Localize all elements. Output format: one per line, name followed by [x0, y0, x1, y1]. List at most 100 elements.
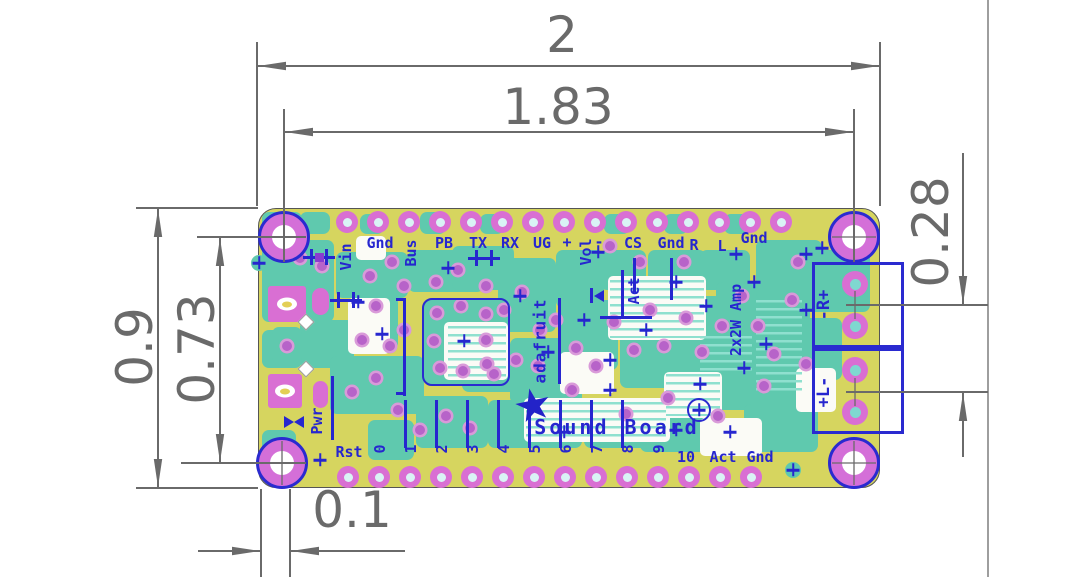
dim-terminal-spacing: 0.28 [902, 176, 960, 287]
via [347, 387, 357, 397]
via [717, 321, 727, 331]
copper-patch [368, 420, 414, 460]
top-pad [739, 211, 761, 233]
pad-hole [590, 217, 600, 227]
fiducial-cross-icon [457, 339, 471, 343]
bottom-pin-label: 5 [526, 444, 544, 454]
pad-hole [849, 278, 861, 290]
fiducial-cross-icon [693, 382, 707, 386]
bottom-pad [461, 466, 483, 488]
fiducial-cross-icon [591, 250, 605, 254]
silkscreen-line [404, 400, 407, 448]
bottom-pin-label: 1 [402, 444, 420, 454]
pad-hole [622, 472, 632, 482]
via [645, 305, 655, 315]
pwr-led-label: Pwr [308, 407, 326, 435]
via [429, 336, 439, 346]
pad-hole [684, 472, 694, 482]
top-pin-label: + [562, 233, 572, 251]
top-pad [522, 211, 544, 233]
fiducial-cross-icon [669, 280, 683, 284]
fiducial-cross-icon [692, 408, 706, 412]
top-pin-label: L [717, 237, 727, 255]
via [787, 295, 797, 305]
capacitor-body [313, 381, 328, 408]
top-pad [336, 211, 358, 233]
via [399, 281, 409, 291]
via [681, 313, 691, 323]
dim-hole-diameter: 0.1 [312, 481, 392, 539]
terminal-pad [842, 399, 868, 425]
via [431, 277, 441, 287]
top-pad [584, 211, 606, 233]
top-pin-label: TX [468, 234, 488, 252]
via [365, 271, 375, 281]
bottom-pad [709, 466, 731, 488]
bottom-pin-label: 9 [650, 444, 668, 454]
pad-hole [745, 217, 755, 227]
amp-rating-text: 2x2W Amp [727, 283, 745, 357]
via [393, 405, 403, 415]
bottom-pad [585, 466, 607, 488]
silkscreen-line [528, 400, 531, 448]
top-pin-label: RX [500, 234, 520, 252]
top-pin-label: Gnd [657, 234, 685, 252]
bare-region [796, 368, 836, 412]
drill-hole [842, 451, 866, 475]
bottom-pin-label: Rst [335, 443, 363, 461]
via [713, 411, 723, 421]
via [517, 287, 527, 297]
drill-hole [272, 225, 296, 249]
via [435, 363, 445, 373]
via [605, 241, 615, 251]
fiducial-cross-icon [639, 328, 653, 332]
copper-patch [330, 356, 424, 414]
dim-hole-span-vertical: 0.73 [168, 293, 226, 404]
mounting-hole [828, 437, 880, 489]
via [317, 261, 327, 271]
pad-hole [498, 472, 508, 482]
bottom-pad [678, 466, 700, 488]
dim-hole-span-horizontal: 1.83 [502, 78, 613, 136]
top-pad [398, 211, 420, 233]
pad-hole [714, 217, 724, 227]
via [663, 393, 673, 403]
capacitor-pad [268, 286, 306, 322]
cap-sym-part [325, 249, 328, 265]
top-pin-label: Gnd [366, 234, 394, 252]
cap-sym-part [310, 249, 313, 265]
silkscreen-line [396, 392, 405, 395]
cap-sym-part [468, 257, 500, 260]
pad-hole [591, 472, 601, 482]
capacitor-symbol-icon [468, 250, 500, 266]
via [481, 309, 491, 319]
trace-bundle [526, 402, 666, 438]
via [629, 345, 639, 355]
cap-sym-part [475, 250, 478, 266]
pad-hole [529, 472, 539, 482]
bottom-pad [368, 466, 390, 488]
dim-board-width: 2 [546, 6, 578, 64]
capacitor-body [312, 288, 329, 315]
top-pin-label: R [689, 236, 699, 254]
pad-hole [374, 472, 384, 482]
via [415, 425, 425, 435]
bottom-pin-label: 4 [495, 444, 513, 454]
via [489, 369, 499, 379]
pad-hole [497, 217, 507, 227]
bottom-pin-label: 3 [464, 444, 482, 454]
silkscreen-line [558, 298, 561, 384]
via [759, 381, 769, 391]
via [753, 321, 763, 331]
mounting-hole [256, 437, 308, 489]
fiducial-cross-icon [557, 430, 571, 434]
silkscreen-line [466, 400, 469, 448]
fiducial-cross-icon [723, 430, 737, 434]
top-pin-label: Vol [577, 238, 595, 266]
copper-patch [416, 396, 488, 448]
via [282, 341, 292, 351]
drill-hole [842, 225, 866, 249]
pad-hole [559, 217, 569, 227]
via [551, 315, 561, 325]
